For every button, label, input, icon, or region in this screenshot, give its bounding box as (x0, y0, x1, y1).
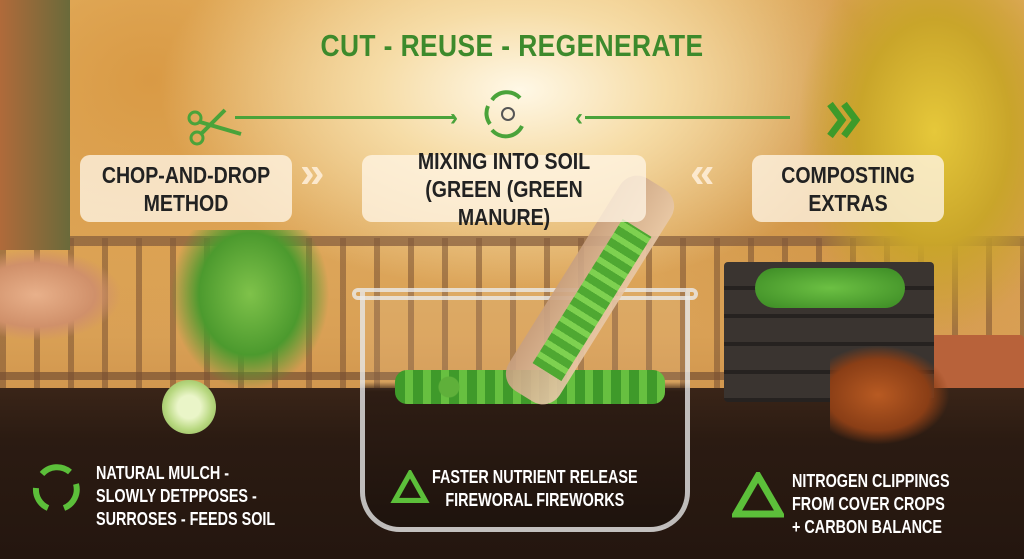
caption-natural-mulch: NATURAL MULCH - SLOWLY DETPPOSES - SURRO… (96, 462, 275, 531)
scissors-icon (187, 108, 242, 146)
step-label-line1: COMPOSTING (781, 161, 915, 188)
step-label-line2: METHOD (143, 189, 229, 216)
container-rim (352, 288, 698, 300)
caption-line: SLOWLY DETPPOSES - (96, 486, 257, 506)
gardener-illustration (0, 0, 70, 250)
arrow-head-left-icon: ‹ (575, 104, 583, 131)
compost-greens (755, 268, 905, 308)
caption-faster-nutrient: FASTER NUTRIENT RELEASE FIREWORAL FIREWO… (432, 466, 638, 512)
leafy-plant-illustration (170, 230, 330, 390)
step-composting-extras: COMPOSTING EXTRAS (752, 155, 944, 222)
caption-line: FASTER NUTRIENT RELEASE (432, 467, 638, 487)
caption-line: NATURAL MULCH - (96, 463, 230, 483)
step-label-line1: MIXING INTO SOIL (417, 147, 591, 174)
arrow-right-to-center (585, 116, 790, 119)
double-chevron-icon (827, 101, 861, 139)
recycle-icon (390, 470, 430, 503)
recycle-icon (732, 472, 784, 518)
chevron-right-icon: » (300, 148, 325, 197)
caption-line: + CARBON BALANCE (792, 517, 943, 537)
chevron-left-icon: « (690, 148, 715, 197)
recycle-microbe-icon (484, 90, 524, 139)
recycle-icon (32, 464, 80, 511)
soil-container (360, 292, 690, 532)
infographic-title: CUT - REUSE - REGENERATE (320, 28, 704, 63)
cut-stem-illustration (162, 380, 216, 434)
step-chop-and-drop: CHOP-AND-DROP METHOD (80, 155, 292, 222)
caption-line: FROM COVER CROPS (792, 494, 945, 514)
step-label-line2: EXTRAS (808, 189, 888, 216)
dry-leaves (830, 345, 950, 445)
caption-line: NITROGEN CLIPPINGS (792, 471, 950, 491)
caption-line: FIREWORAL FIREWORKS (445, 490, 625, 510)
hand-illustration (0, 250, 120, 340)
step-mixing-into-soil: MIXING INTO SOIL (GREEN (GREEN MANURE) (362, 148, 646, 230)
railing-top-bar (0, 236, 1024, 246)
step-label-line2: (GREEN (GREEN MANURE) (425, 175, 583, 230)
arrow-left-to-center (235, 116, 455, 119)
step-label-line1: CHOP-AND-DROP (101, 161, 271, 188)
arrow-head-right-icon: › (450, 104, 458, 131)
caption-line: SURROSES - FEEDS SOIL (96, 509, 276, 529)
caption-nitrogen-clippings: NITROGEN CLIPPINGS FROM COVER CROPS + CA… (792, 470, 950, 539)
